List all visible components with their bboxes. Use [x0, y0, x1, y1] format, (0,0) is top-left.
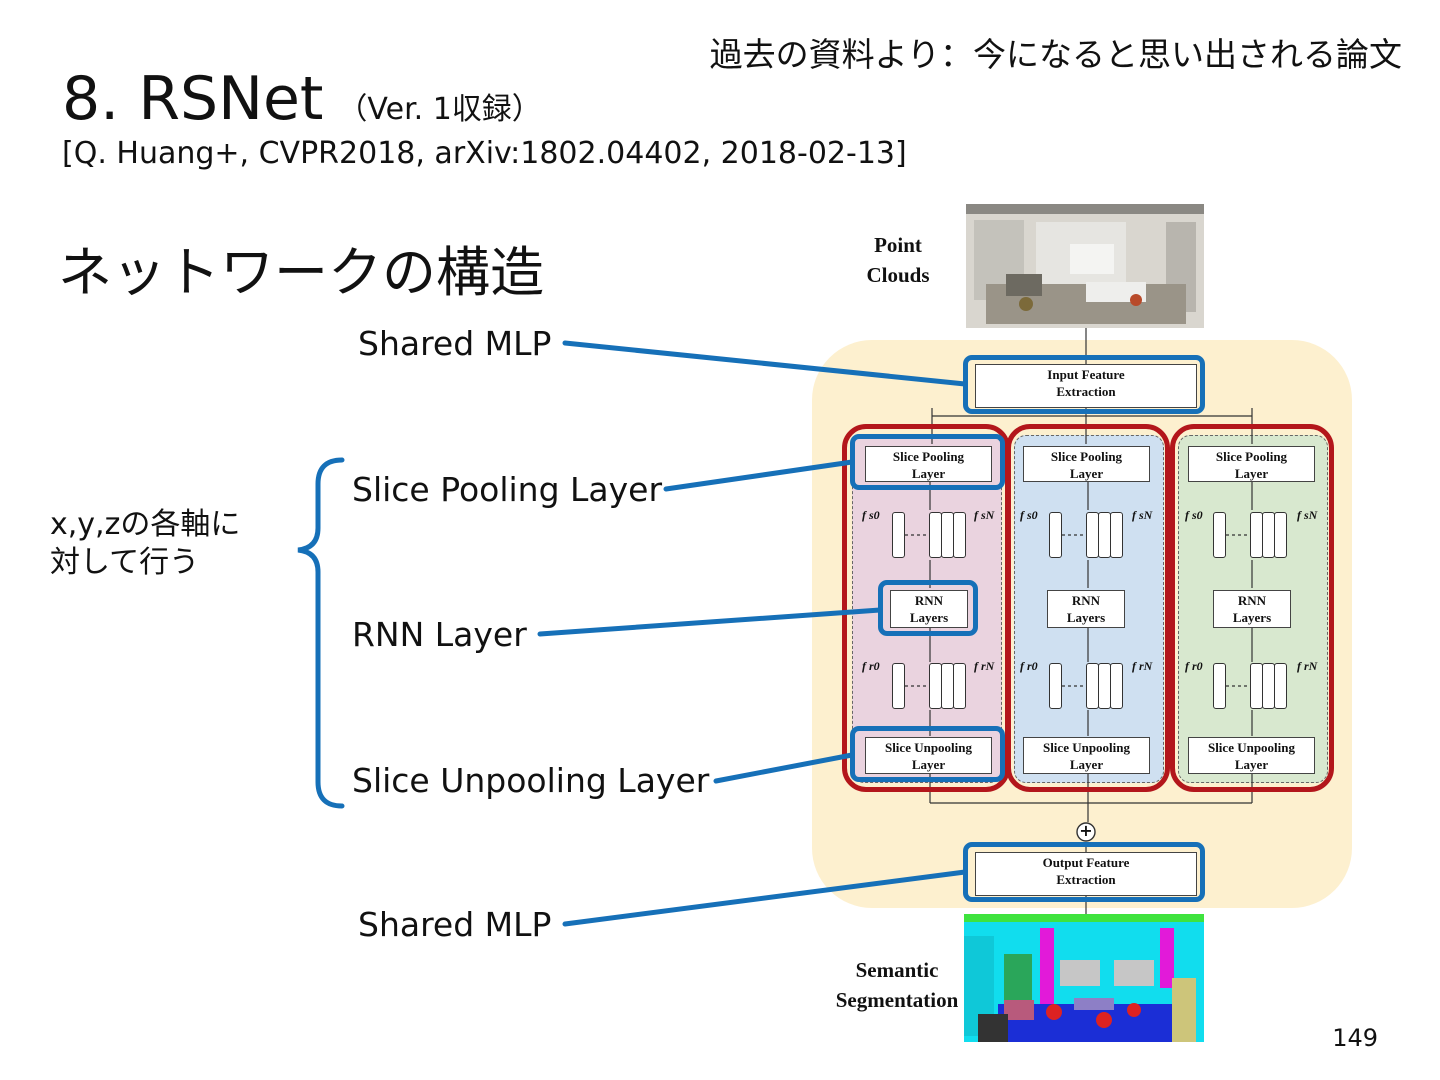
f-rn-label: f rN [1132, 659, 1153, 673]
label-slice-unpooling: Slice Unpooling Layer [352, 761, 710, 800]
input-feature-line1: Input Feature [1047, 367, 1125, 382]
citation: [Q. Huang+, CVPR2018, arXiv:1802.04402, … [62, 136, 907, 171]
top-note: 過去の資料より：今になると思い出される論文 [709, 35, 1402, 74]
f-sn-label: f sN [1132, 508, 1153, 522]
rnn-box-x: RNN Layers [890, 590, 968, 628]
label-shared-mlp-top: Shared MLP [358, 324, 552, 363]
axis-note-line1: x,y,zの各軸に [50, 507, 241, 542]
slice-pooling-line1: Slice Pooling [1215, 449, 1288, 464]
output-feature-line2: Extraction [1056, 872, 1116, 887]
semantic-line1: Semantic [855, 958, 939, 982]
label-slice-pooling: Slice Pooling Layer [352, 470, 663, 509]
rnn-line2: Layers [909, 610, 949, 625]
z-axis-outline [1170, 424, 1334, 792]
f-sn-label: f sN [974, 508, 995, 522]
slice-pooling-line1: Slice Pooling [1050, 449, 1123, 464]
feature-cell [1213, 663, 1226, 709]
page-number: 149 [1332, 1024, 1378, 1052]
f-sn-label: f sN [1297, 508, 1318, 522]
slice-pooling-line1: Slice Pooling [892, 449, 965, 464]
slice-unpooling-line1: Slice Unpooling [1207, 740, 1296, 755]
output-feature-line1: Output Feature [1042, 855, 1130, 870]
title-main: 8. RSNet [62, 64, 324, 134]
slice-unpooling-line2: Layer [911, 757, 946, 772]
feature-cell [892, 512, 905, 558]
f-s0-label: f s0 [1020, 508, 1038, 522]
slice-pooling-box-z: Slice Pooling Layer [1188, 446, 1315, 482]
slice-unpooling-line1: Slice Unpooling [884, 740, 973, 755]
rnn-line2: Layers [1232, 610, 1272, 625]
slice-unpooling-line2: Layer [1069, 757, 1104, 772]
slice-pooling-line2: Layer [1234, 466, 1269, 481]
feature-cell [953, 663, 966, 709]
f-rn-label: f rN [1297, 659, 1318, 673]
slice-unpooling-box-z: Slice Unpooling Layer [1188, 737, 1315, 774]
point-clouds-line1: Point [874, 233, 922, 257]
slice-unpooling-line2: Layer [1234, 757, 1269, 772]
point-cloud-image [966, 204, 1204, 328]
rnn-line2: Layers [1066, 610, 1106, 625]
slice-unpooling-line1: Slice Unpooling [1042, 740, 1131, 755]
slice-pooling-line2: Layer [911, 466, 946, 481]
feature-cell [1049, 512, 1062, 558]
section-title: ネットワークの構造 [58, 241, 544, 304]
rnn-line1: RNN [1237, 593, 1267, 608]
feature-cell [1110, 663, 1123, 709]
slice-unpooling-box-x: Slice Unpooling Layer [865, 737, 992, 774]
f-s0-label: f s0 [1185, 508, 1203, 522]
title-sub: （Ver. 1収録） [337, 92, 542, 127]
rnn-box-y: RNN Layers [1047, 590, 1125, 628]
feature-cell [1110, 512, 1123, 558]
slice-pooling-box-y: Slice Pooling Layer [1023, 446, 1150, 482]
axis-note-line2: 対して行う [50, 545, 200, 580]
semantic-segmentation-label: Semantic Segmentation [820, 955, 974, 1015]
rnn-line1: RNN [914, 593, 944, 608]
label-rnn: RNN Layer [352, 615, 527, 654]
label-shared-mlp-bottom: Shared MLP [358, 905, 552, 944]
feature-cell [1274, 512, 1287, 558]
slice-pooling-line2: Layer [1069, 466, 1104, 481]
feature-cell [1213, 512, 1226, 558]
feature-cell [953, 512, 966, 558]
slide-title: 8. RSNet （Ver. 1収録） [62, 64, 542, 134]
feature-cell [1049, 663, 1062, 709]
f-r0-label: f r0 [862, 659, 880, 673]
rnn-box-z: RNN Layers [1213, 590, 1291, 628]
input-feature-box: Input Feature Extraction [975, 364, 1197, 408]
f-r0-label: f r0 [1185, 659, 1203, 673]
f-r0-label: f r0 [1020, 659, 1038, 673]
semantic-line2: Segmentation [835, 988, 959, 1012]
output-feature-box: Output Feature Extraction [975, 852, 1197, 896]
segmentation-image [964, 914, 1204, 1042]
f-s0-label: f s0 [862, 508, 880, 522]
slice-pooling-box-x: Slice Pooling Layer [865, 446, 992, 482]
sum-plus-icon: + [1079, 821, 1093, 840]
point-clouds-label: Point Clouds [846, 230, 950, 290]
y-axis-outline [1006, 424, 1170, 792]
feature-cell [1274, 663, 1287, 709]
f-rn-label: f rN [974, 659, 995, 673]
point-clouds-line2: Clouds [866, 263, 930, 287]
rnn-line1: RNN [1071, 593, 1101, 608]
input-feature-line2: Extraction [1056, 384, 1116, 399]
slice-unpooling-box-y: Slice Unpooling Layer [1023, 737, 1150, 774]
axis-note: x,y,zの各軸に 対して行う [50, 506, 240, 582]
feature-cell [892, 663, 905, 709]
